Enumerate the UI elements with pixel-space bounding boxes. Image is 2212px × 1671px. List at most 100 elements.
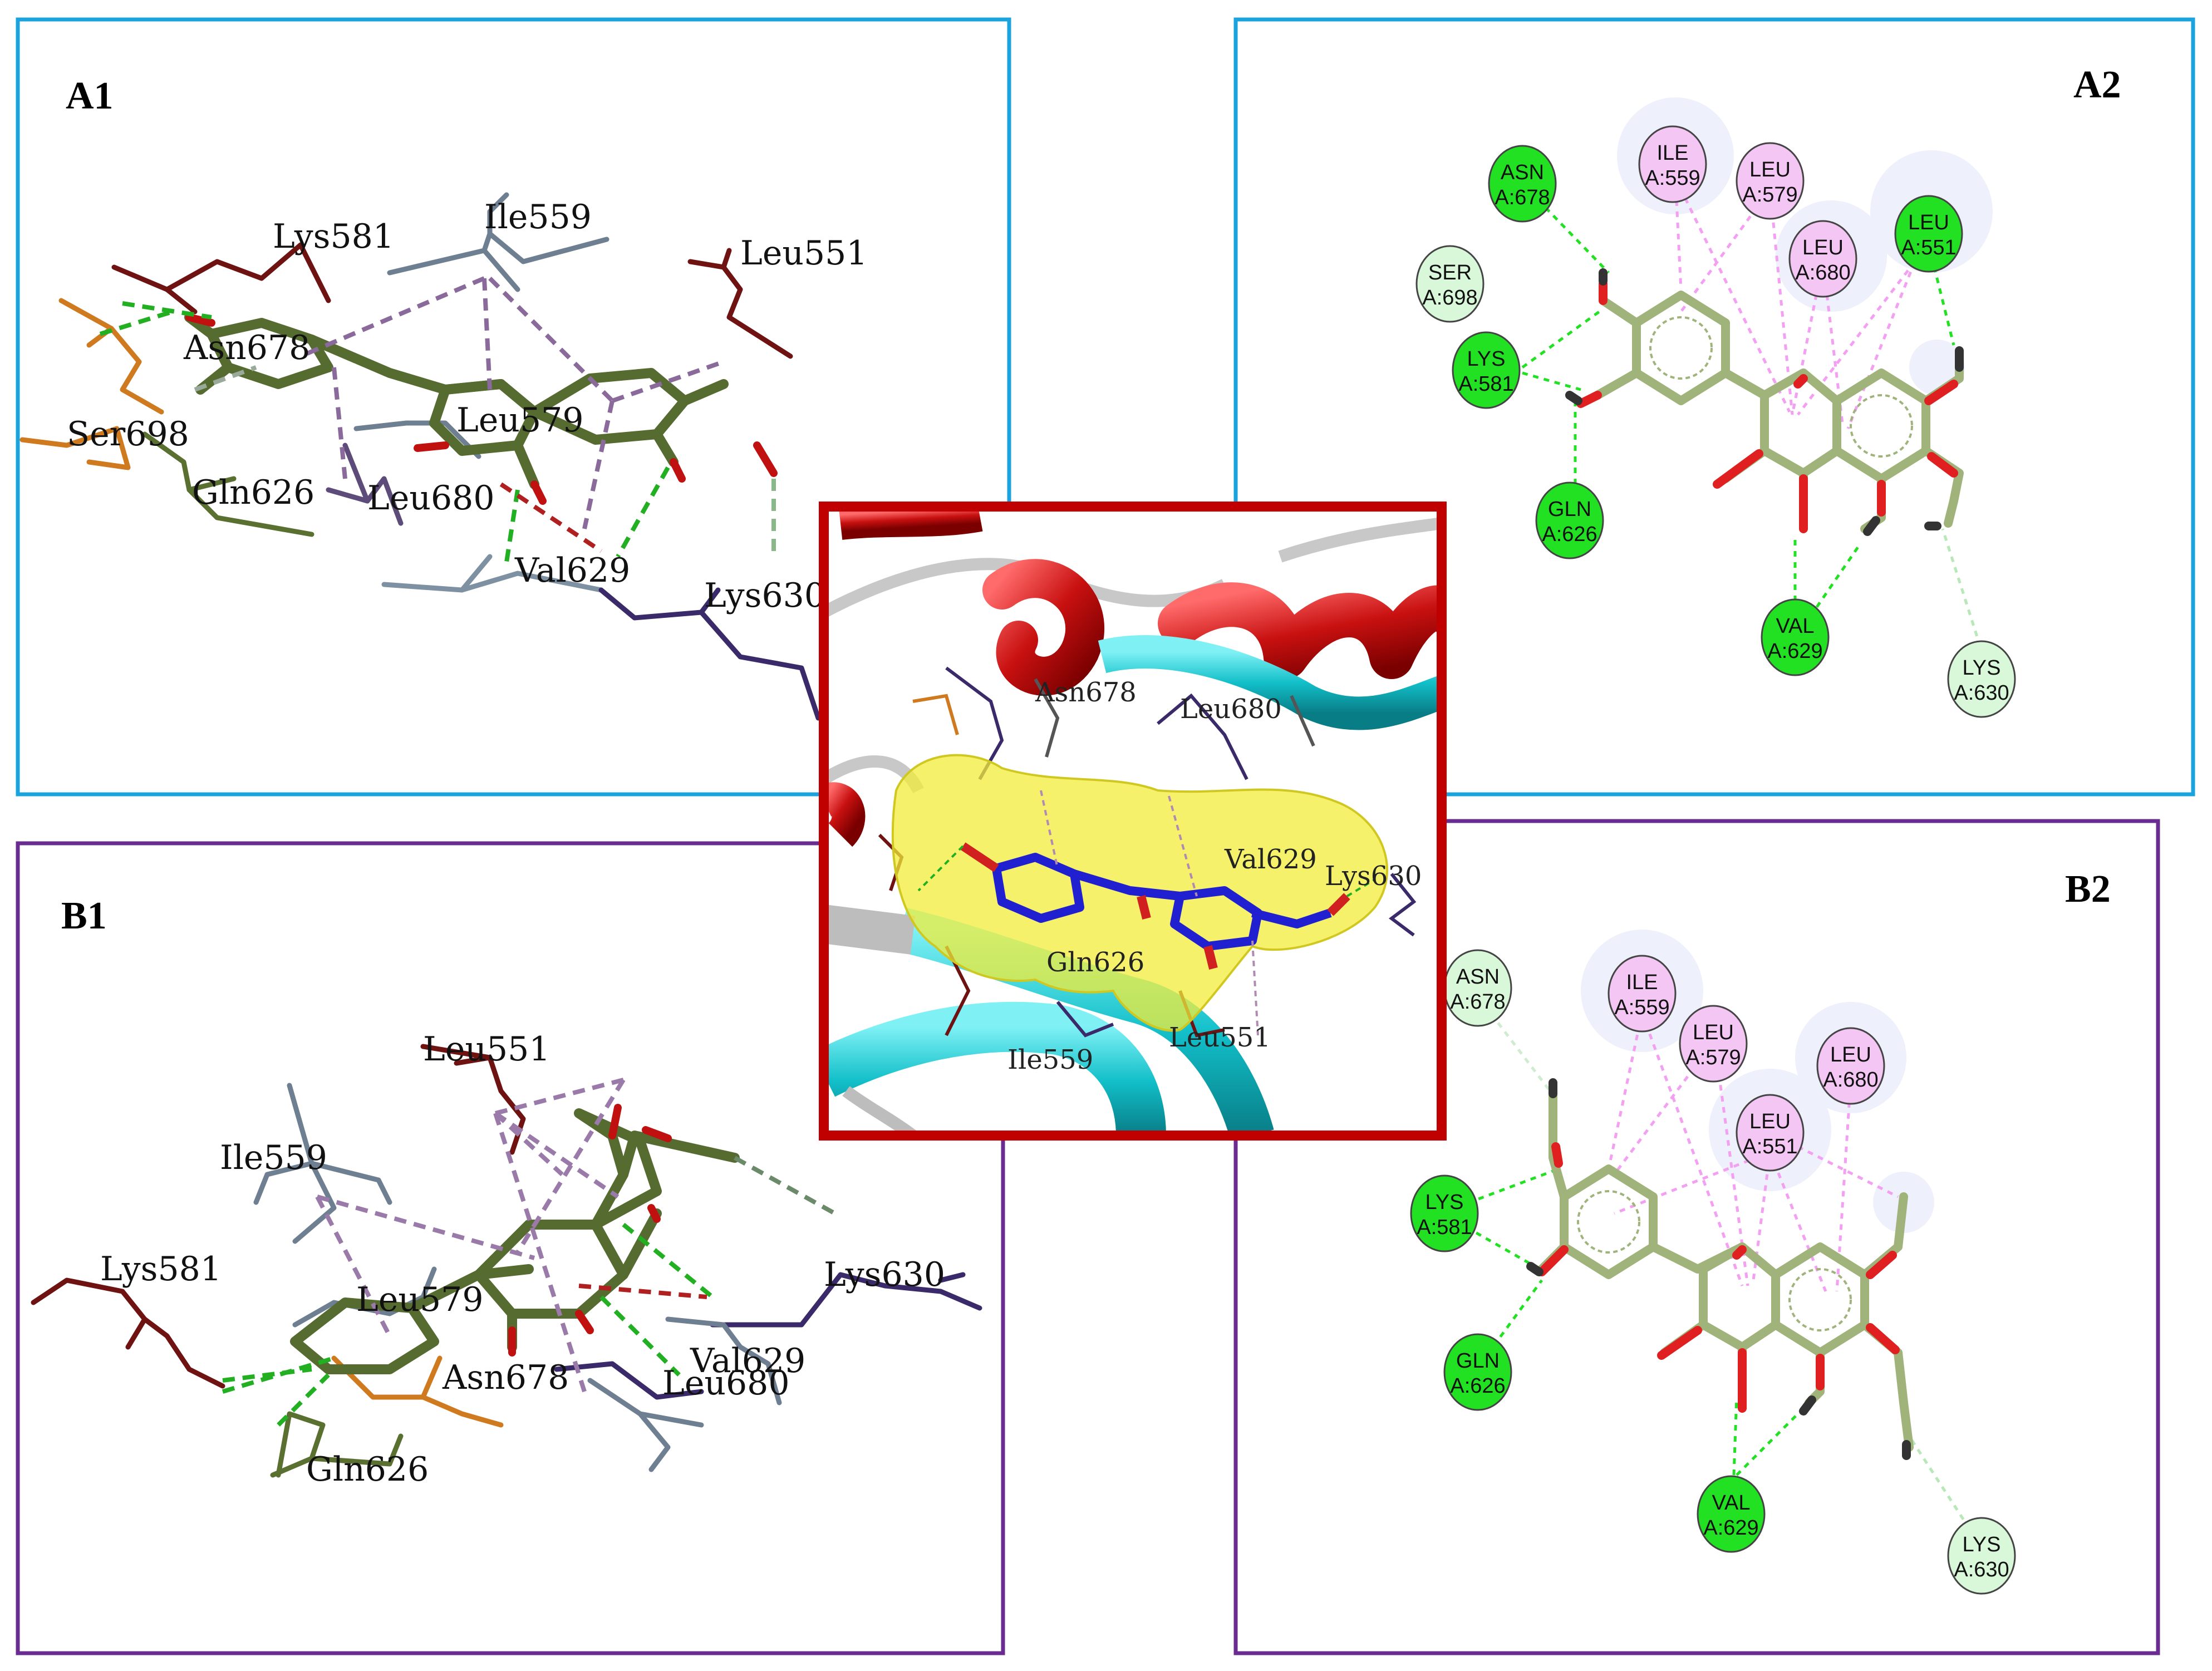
center-ligand [960,842,1350,970]
a1-label-gln626: Gln626 [192,473,314,512]
b1-label-lys581: Lys581 [100,1250,222,1289]
b2-ligand-aromatic [1577,1190,1852,1331]
b1-ligand-oxygens [508,1104,672,1357]
b2-label-leu579-chain: A:579 [1685,1046,1741,1069]
center-helix-2 [1158,582,1442,679]
b2-disc-leu680 [1816,1027,1885,1105]
panel-a2-label: A2 [2073,63,2121,106]
b2-label-leu551-chain: A:551 [1742,1135,1797,1158]
b1-label-asn678: Asn678 [442,1358,569,1397]
a2-disc-leu680 [1788,220,1857,298]
b2-label-gln626-name: GLN [1456,1349,1500,1373]
a2-disc-val629 [1761,598,1830,676]
a2-label-leu551-chain: A:551 [1901,236,1956,259]
b2-label-lys630-name: LYS [1962,1533,2000,1556]
a2-label-val629-name: VAL [1776,615,1814,638]
b2-label-leu680-chain: A:680 [1823,1068,1878,1092]
b2-disc-gln626 [1443,1333,1512,1411]
a2-disc-lys581 [1452,331,1521,409]
center-sheet-2 [824,1001,1166,1136]
center-coil-4 [842,1086,917,1136]
panel-b1-label: B1 [61,895,107,937]
b1-label-val629: Val629 [690,1341,805,1380]
a1-label-leu680: Leu680 [367,479,495,518]
b2-disc-leu579 [1679,1005,1748,1083]
b1-interactions [222,1078,836,1427]
b1-ligand [290,1108,740,1374]
a2-disc-leu551 [1894,195,1963,273]
center-sheet-4 [824,905,916,955]
b2-label-val629-name: VAL [1712,1491,1750,1515]
a2-label-asn678-name: ASN [1501,161,1544,184]
a2-label-leu579-chain: A:579 [1742,183,1797,207]
a2-label-lys630-chain: A:630 [1954,681,2009,705]
a2-label-lys581-name: LYS [1467,347,1505,371]
a1-residue-sticks [19,192,821,721]
a2-disc-ser698 [1415,245,1485,323]
a1-label-lys581: Lys581 [273,217,394,256]
b1-label-leu551: Leu551 [423,1030,550,1069]
center-label-leu551: Leu551 [1169,1022,1271,1053]
b1-label-leu579: Leu579 [356,1280,484,1319]
center-sticks [878,666,1417,1038]
a1-label-leu579: Leu579 [456,401,584,440]
b2-label-leu579-name: LEU [1693,1021,1734,1044]
center-label-gln626: Gln626 [1046,947,1144,978]
a1-label-val629: Val629 [514,551,630,590]
b1-label-ile559: Ile559 [220,1138,327,1177]
a2-residue-labels: ASN A:678 SER A:698 LYS A:581 GLN A:626 … [1422,141,2009,705]
b2-label-leu680-name: LEU [1830,1043,1871,1067]
b2-residue-labels: ASN A:678 ILE A:559 LEU A:579 LEU A:680 … [1417,965,2009,1581]
b2-ligand-heteroatoms [1526,1078,1911,1460]
b1-label-lys630: Lys630 [824,1255,945,1294]
center-interactions [917,790,1376,1036]
b1-label-gln626: Gln626 [306,1450,429,1489]
b2-label-asn678-name: ASN [1456,965,1500,989]
a1-interactions [99,276,776,563]
center-label-leu680: Leu680 [1180,694,1282,725]
a2-ligand-aromatic [1649,316,1913,458]
a2-label-leu579-name: LEU [1749,158,1791,181]
a2-label-gln626-name: GLN [1548,498,1591,521]
center-label-val629: Val629 [1224,844,1317,875]
a1-label-leu551: Leu551 [740,234,868,273]
center-label-lys630: Lys630 [1325,861,1422,892]
a2-label-leu680-name: LEU [1802,236,1844,259]
b2-label-gln626-chain: A:626 [1450,1374,1505,1398]
center-label-asn678: Asn678 [1035,677,1137,708]
a2-label-leu551-name: LEU [1908,211,1949,234]
b2-disc-leu551 [1736,1094,1805,1172]
center-helix-3 [824,782,866,847]
b2-disc-lys630 [1947,1517,2016,1595]
a2-label-leu680-chain: A:680 [1795,261,1850,284]
a2-label-lys581-chain: A:581 [1458,372,1513,396]
center-helix-1 [982,559,1105,696]
panel-center-border [819,502,1447,1141]
panel-a1-label: A1 [66,75,114,117]
b2-label-lys581-name: LYS [1425,1191,1463,1214]
a2-ligand-heteroatoms [1565,268,1964,536]
a1-ligand-oxygens [185,313,778,505]
a1-label-ile559: Ile559 [484,198,592,237]
a1-label-ser698: Ser698 [67,415,189,454]
b2-label-lys630-chain: A:630 [1954,1558,2009,1581]
a2-residue-discs [1415,125,2016,718]
center-scene: Val629 Lys630 Asn678 Gln626 Ile559 Leu55… [824,507,1442,1136]
b1-label-leu680: Leu680 [662,1364,790,1403]
a2-label-ser698-chain: A:698 [1422,286,1477,309]
b2-label-ile559-name: ILE [1626,971,1658,994]
center-helix-4 [838,507,983,540]
a2-label-ser698-name: SER [1428,261,1472,284]
panel-a1: A1 [16,17,1011,797]
a1-label-asn678: Asn678 [183,328,310,367]
b1-residue-labels: Leu551 Ile559 Lys581 Leu579 Lys630 Asn67… [100,1030,945,1489]
a1-label-lys630: Lys630 [704,576,825,615]
a2-disc-leu579 [1736,142,1805,220]
panel-center: Val629 Lys630 Asn678 Gln626 Ile559 Leu55… [819,502,1447,1141]
a2-label-ile559-name: ILE [1656,141,1688,165]
a2-label-lys630-name: LYS [1962,656,2000,680]
a2-label-ile559-chain: A:559 [1645,166,1700,190]
b2-label-lys581-chain: A:581 [1417,1216,1472,1239]
a2-label-gln626-chain: A:626 [1542,523,1597,546]
